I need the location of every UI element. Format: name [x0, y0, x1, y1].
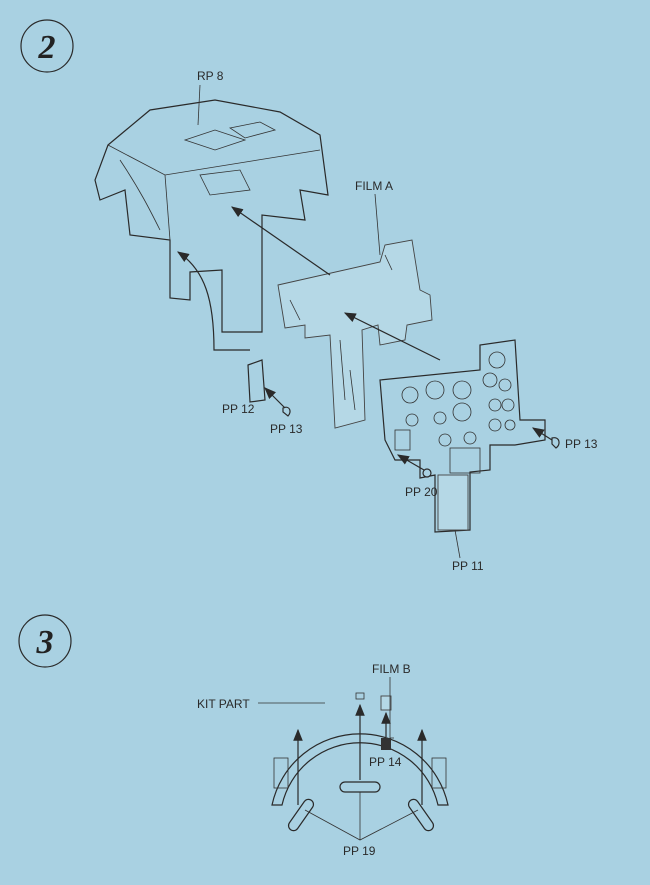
cockpit-tub-rp8 — [94, 99, 329, 333]
pp20-part — [422, 468, 432, 478]
label-pp13-left: PP 13 — [270, 422, 303, 436]
step-3-badge: 3 — [18, 614, 72, 668]
svg-text:3: 3 — [36, 624, 54, 661]
pp13-left-part — [282, 406, 291, 417]
label-rp8: RP 8 — [197, 69, 224, 83]
pp14-part — [381, 738, 391, 750]
kit-part-ring — [271, 692, 449, 806]
pp13-right-part — [551, 437, 560, 449]
label-kit-part: KIT PART — [197, 697, 250, 711]
film-a — [277, 239, 433, 429]
label-film-b: FILM B — [372, 662, 411, 676]
label-pp14: PP 14 — [369, 755, 402, 769]
label-pp12: PP 12 — [222, 402, 255, 416]
pp19-parts — [287, 781, 435, 832]
label-pp19: PP 19 — [343, 844, 376, 858]
label-film-a: FILM A — [355, 179, 393, 193]
label-pp13-right: PP 13 — [565, 437, 598, 451]
step-2-badge: 2 — [20, 19, 74, 73]
side-panel-pp12 — [247, 359, 266, 403]
label-pp20: PP 20 — [405, 485, 438, 499]
instrument-panel-pp11 — [379, 339, 546, 533]
svg-text:2: 2 — [38, 29, 56, 66]
label-pp11: PP 11 — [452, 559, 484, 573]
